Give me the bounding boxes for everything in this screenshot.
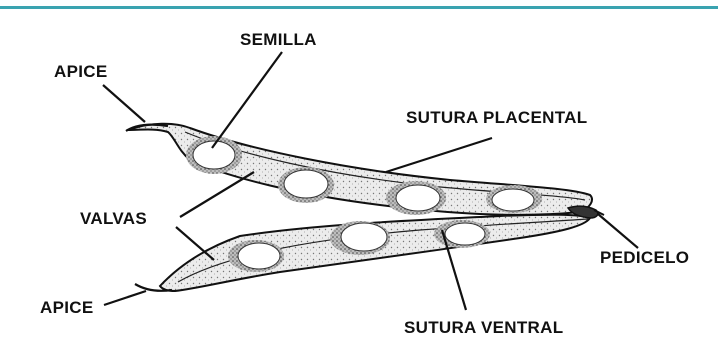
leader-line-apice-top <box>103 85 145 122</box>
leader-line-sutura-placental <box>386 138 492 172</box>
lower-valve <box>135 215 590 291</box>
upper-valve <box>126 124 592 215</box>
seed <box>341 223 387 251</box>
leader-line-semilla <box>212 52 282 148</box>
label-sutura-placental: SUTURA PLACENTAL <box>406 108 587 128</box>
label-semilla: SEMILLA <box>240 30 317 50</box>
leader-line-apice-bottom <box>104 291 146 305</box>
seed <box>445 223 485 245</box>
label-sutura-ventral: SUTURA VENTRAL <box>404 318 563 338</box>
seed <box>284 170 328 198</box>
label-apice-top: APICE <box>54 62 107 82</box>
label-valvas: VALVAS <box>80 209 147 229</box>
seed <box>396 185 440 211</box>
label-pedicelo: PEDICELO <box>600 248 689 268</box>
seed <box>492 189 534 211</box>
leader-line-valvas-lower <box>176 227 214 260</box>
label-apice-bottom: APICE <box>40 298 93 318</box>
seed <box>238 243 280 269</box>
leader-line-valvas-upper <box>180 172 254 217</box>
leader-line-pedicelo <box>598 214 638 248</box>
